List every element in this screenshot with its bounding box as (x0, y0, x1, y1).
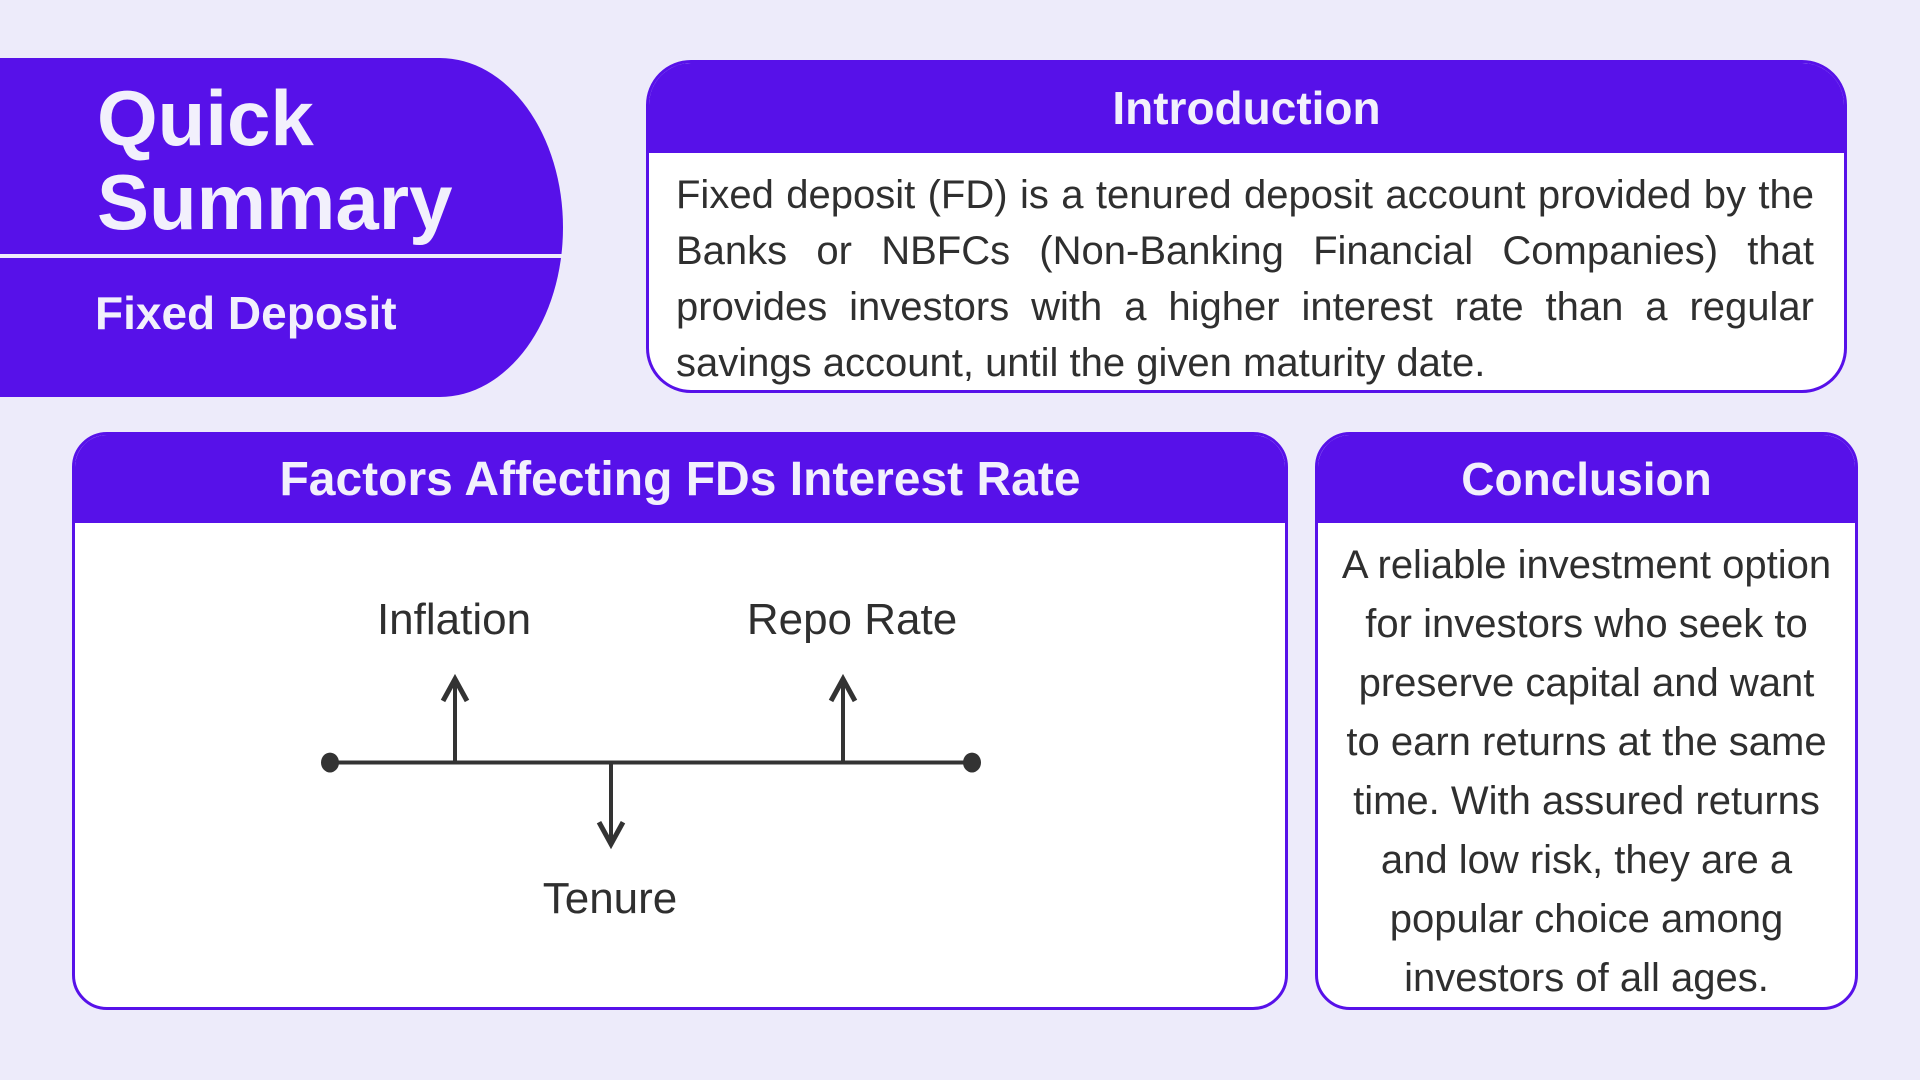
introduction-body: Fixed deposit (FD) is a tenured deposit … (649, 153, 1844, 390)
conclusion-body: A reliable investment option for investo… (1341, 543, 1832, 1000)
tenure-down-arrow-icon (596, 762, 626, 850)
introduction-text-line: provides investors with a higher interes… (676, 285, 1814, 329)
tenure-label: Tenure (542, 874, 678, 923)
factors-diagram-svg (321, 673, 981, 850)
timeline-dot-right (963, 752, 981, 773)
quick-summary-divider (0, 254, 563, 258)
introduction-card: Introduction Fixed deposit (FD) is a ten… (646, 60, 1847, 393)
introduction-text-line: savings account, until the given maturit… (676, 341, 1486, 385)
repo-rate-label: Repo Rate (746, 595, 958, 644)
inflation-up-arrow-icon (440, 673, 470, 763)
introduction-text-line: Banks or NBFCs (Non-Banking Financial Co… (676, 229, 1814, 273)
introduction-header: Introduction (649, 63, 1844, 153)
quick-summary-title: Quick Summary (97, 74, 453, 246)
introduction-text-line: Fixed deposit (FD) is a tenured deposit … (676, 173, 1814, 217)
introduction-title: Introduction (1112, 82, 1381, 134)
timeline-dot-left (321, 752, 339, 773)
factors-card: Factors Affecting FDs Interest Rate (72, 432, 1288, 1010)
factors-title: Factors Affecting FDs Interest Rate (279, 452, 1081, 506)
conclusion-card: Conclusion A reliable investment option … (1315, 432, 1858, 1010)
repo-rate-up-arrow-icon (828, 673, 858, 763)
conclusion-header: Conclusion (1318, 435, 1855, 523)
quick-summary-subtitle: Fixed Deposit (95, 287, 397, 339)
inflation-label: Inflation (376, 595, 532, 644)
factors-diagram: Inflation Repo Rate Tenure (75, 523, 1285, 1007)
conclusion-title: Conclusion (1461, 453, 1712, 505)
quick-summary-card: Quick Summary Fixed Deposit (0, 58, 563, 397)
factors-header: Factors Affecting FDs Interest Rate (75, 435, 1285, 523)
